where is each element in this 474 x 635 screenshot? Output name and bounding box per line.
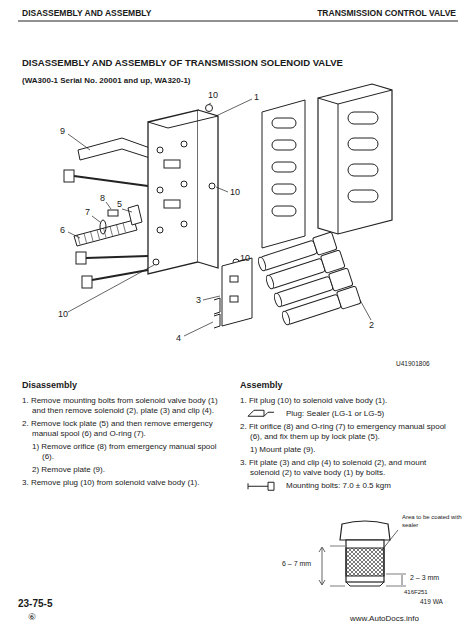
callout-number: 10	[58, 309, 68, 320]
section-heading: Assembly	[240, 380, 458, 391]
callout-number: 3	[196, 295, 201, 306]
note-text: Area to be coated with sealer	[402, 514, 464, 529]
revision-mark: ⑥	[28, 612, 36, 623]
callout-number: 9	[60, 126, 65, 137]
lock-plate	[128, 205, 142, 225]
torque-symbol	[248, 482, 274, 490]
note-text: Mounting bolts: 7.0 ± 0.5 kgm	[286, 481, 458, 491]
callout-number: 6	[60, 225, 65, 236]
callout-number: 10	[208, 90, 218, 101]
callout-number: 8	[100, 193, 105, 204]
callout-number: 7	[85, 207, 90, 218]
page-title: DISASSEMBLY AND ASSEMBLY OF TRANSMISSION…	[22, 57, 343, 69]
callout-number: 1	[254, 92, 259, 103]
callout-number: 4	[176, 333, 181, 344]
step-text: 3. Fit plate (3) and clip (4) to solenoi…	[240, 458, 458, 478]
control-valve-block	[318, 84, 392, 234]
note-text: Plug: Sealer (LG-1 or LG-5)	[286, 409, 458, 419]
step-text: 2) Remove plate (9).	[32, 465, 227, 475]
figure-code: 419 WA	[420, 598, 443, 606]
page-number: 23-75-5	[18, 598, 52, 611]
plug-detail	[319, 521, 406, 586]
mounting-bolts	[64, 170, 148, 288]
emergency-manual-spool	[74, 220, 137, 246]
callout-number: 10	[240, 253, 250, 264]
callout-number: 2	[369, 320, 374, 331]
dimension: 6 – 7 mm	[282, 560, 311, 569]
sealer-symbol	[248, 410, 274, 416]
plate	[222, 258, 252, 326]
subtitle: (WA300-1 Serial No. 20001 and up, WA320-…	[22, 76, 191, 86]
dimension: 2 – 3 mm	[410, 574, 439, 583]
figure-code: U41901806	[396, 360, 430, 368]
watermark: www.AutoDocs.info	[350, 614, 419, 624]
plug	[153, 105, 239, 266]
gasket	[262, 100, 305, 248]
clip	[214, 298, 220, 328]
step-text: 3. Remove plug (10) from solenoid valve …	[22, 478, 227, 488]
solenoid	[256, 232, 361, 328]
header-text: DISASSEMBLY AND ASSEMBLY	[22, 8, 151, 19]
step-text: 1) Remove orifice (8) from emergency man…	[32, 442, 227, 462]
header-rule	[18, 20, 458, 21]
header-text: TRANSMISSION CONTROL VALVE	[317, 8, 456, 19]
section-heading: Disassembly	[22, 380, 227, 391]
solenoid-valve-body	[148, 110, 218, 274]
o-ring	[100, 220, 106, 234]
step-text: 1. Fit plug (10) to solenoid valve body …	[240, 396, 458, 406]
step-text: 2. Remove lock plate (5) and then remove…	[22, 419, 227, 439]
step-text: 2. Fit orifice (8) and O-ring (7) to eme…	[240, 422, 458, 442]
callout-number: 5	[117, 199, 122, 210]
step-text: 1. Remove mounting bolts from solenoid v…	[22, 396, 227, 416]
orifice	[108, 210, 118, 216]
step-text: 1) Mount plate (9).	[250, 445, 458, 455]
callout-number: 10	[230, 187, 240, 198]
leader-line	[68, 99, 371, 336]
figure-code: 416F251	[404, 589, 428, 597]
